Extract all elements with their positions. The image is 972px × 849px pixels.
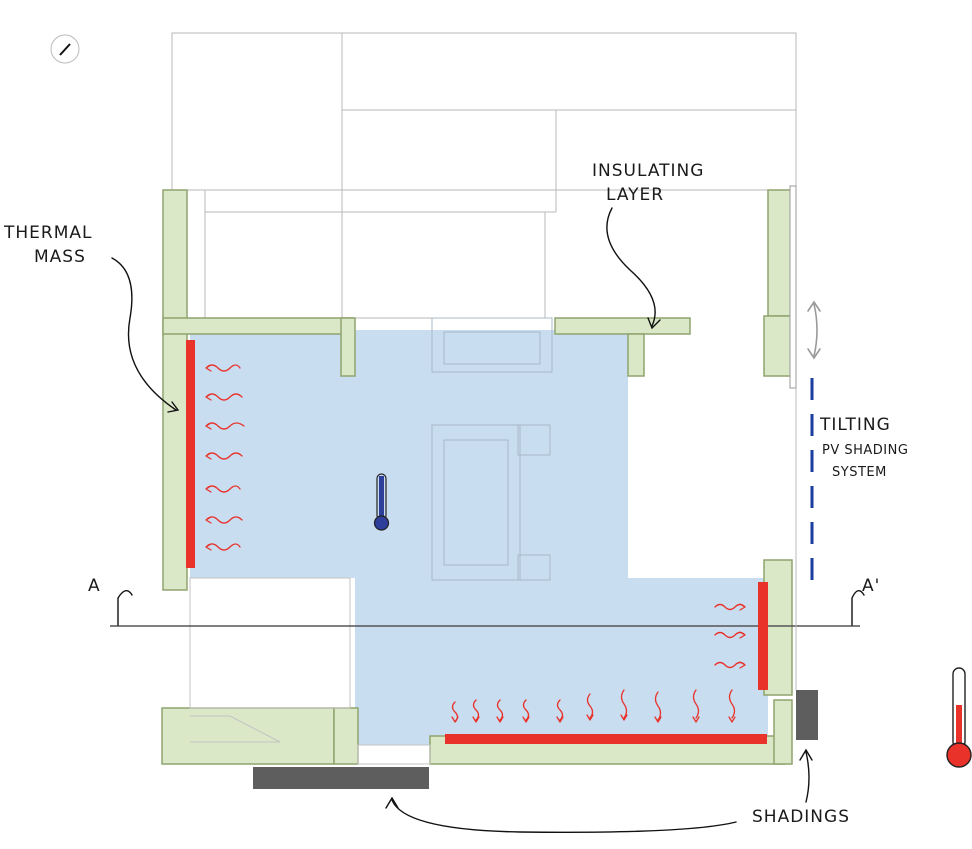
shadings-label: SHADINGS <box>752 807 850 827</box>
heat-waves-right <box>714 603 746 669</box>
insulating-label-line2: LAYER <box>606 185 664 205</box>
section-line: A A' <box>88 576 880 627</box>
section-label-a-prime: A' <box>862 576 880 596</box>
thermal-mass-label-line1: THERMAL <box>3 223 93 243</box>
shading-block-right <box>796 690 818 740</box>
heat-waves-left <box>205 364 245 551</box>
tilting-label-line2: PV SHADING <box>822 443 908 458</box>
insulating-label-line1: INSULATING <box>592 161 704 181</box>
lower-left-void <box>189 577 431 765</box>
heat-waves-bottom <box>451 689 736 723</box>
section-label-a: A <box>88 576 101 596</box>
thermal-mass-label-line2: MASS <box>34 247 86 267</box>
tilting-label-line1: TILTING <box>819 415 891 435</box>
tilting-label-line3: SYSTEM <box>832 465 887 480</box>
heated-thermal-mass <box>186 340 768 744</box>
double-arrow-icon <box>807 300 821 360</box>
annotation-leaders <box>111 207 813 833</box>
compass-icon <box>50 34 80 64</box>
thermometer-cold-icon <box>373 473 390 531</box>
interior-space <box>190 330 768 745</box>
shading-block-bottom <box>253 767 429 789</box>
thermometer-hot-icon <box>946 667 972 768</box>
furniture-outline <box>431 317 553 581</box>
pv-panel <box>789 185 797 690</box>
